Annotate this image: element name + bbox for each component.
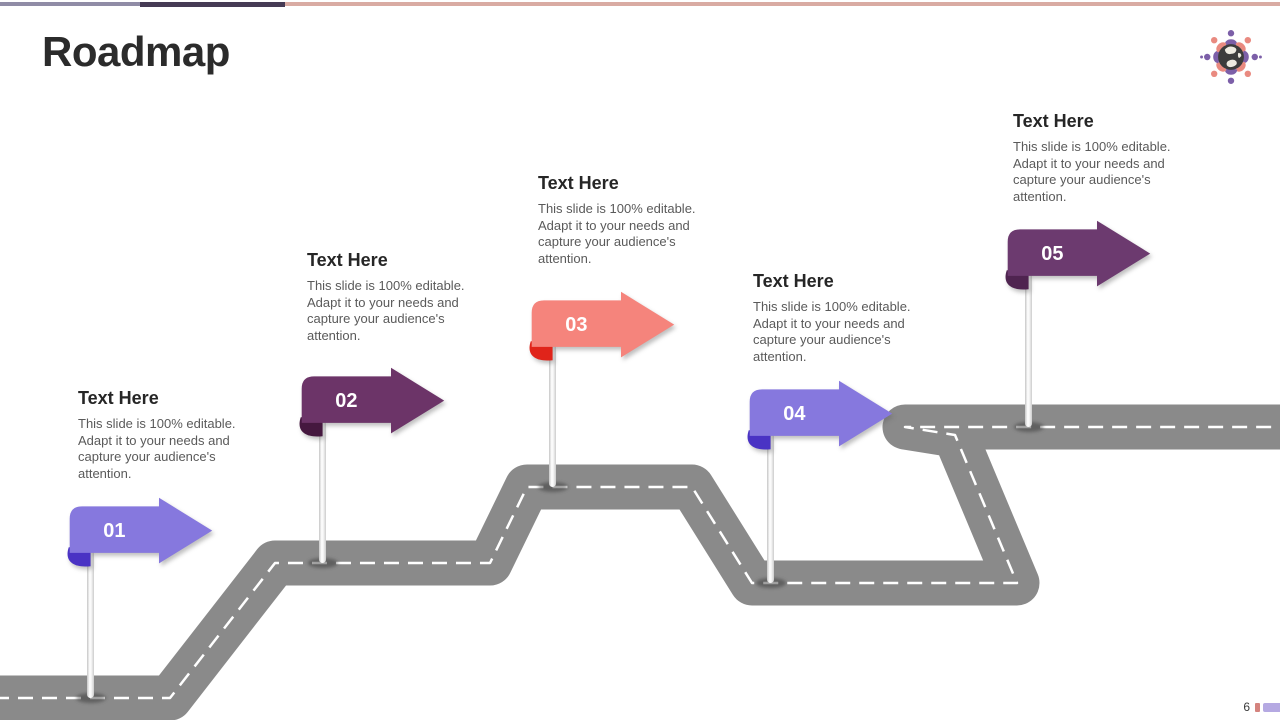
page-number: 6 [1243, 700, 1250, 714]
sign-arrow-shape [69, 497, 213, 564]
logo-person-n [1224, 30, 1238, 47]
footer-accent-square [1255, 702, 1260, 712]
pole-shadow [308, 558, 338, 568]
milestone-sign-03: 03 [529, 291, 675, 361]
milestone-sign-04: 04 [747, 380, 893, 450]
milestone-description: This slide is 100% editable. Adapt it to… [78, 416, 236, 481]
logo-person-nw [1210, 36, 1227, 53]
pole-shadow [1014, 422, 1044, 432]
sign-arrow-shape [301, 367, 445, 434]
company-logo-icon [1200, 30, 1262, 84]
signpost-pole-04 [767, 431, 774, 583]
milestone-text-block-01: Text Here This slide is 100% editable. A… [78, 388, 248, 482]
milestone-description: This slide is 100% editable. Adapt it to… [753, 299, 911, 364]
signpost-pole-03 [549, 342, 556, 487]
milestone-number: 05 [1041, 243, 1063, 265]
logo-person-e [1241, 50, 1262, 64]
pole-shadow [538, 482, 568, 492]
milestone-text-block-04: Text Here This slide is 100% editable. A… [753, 271, 923, 365]
milestone-text-block-02: Text Here This slide is 100% editable. A… [307, 250, 477, 344]
milestone-number: 04 [783, 403, 805, 425]
milestone-title: Text Here [538, 173, 619, 193]
page-title: Roadmap [42, 28, 230, 75]
milestone-text-block-03: Text Here This slide is 100% editable. A… [538, 173, 708, 267]
milestone-number: 03 [565, 314, 587, 336]
logo-person-s [1224, 67, 1238, 84]
pole-shadow [756, 578, 786, 588]
milestone-description: This slide is 100% editable. Adapt it to… [1013, 139, 1171, 204]
sign-arrow-shape [531, 291, 675, 358]
globe-icon [1218, 44, 1244, 70]
milestone-number: 02 [335, 390, 357, 412]
milestone-text-block-05: Text Here This slide is 100% editable. A… [1013, 111, 1183, 205]
logo-person-sw [1210, 61, 1227, 78]
top-bar-segment-1 [0, 2, 140, 6]
milestone-title: Text Here [753, 271, 834, 291]
footer-accent-bar [1263, 702, 1280, 712]
sign-arrow-shape [1007, 220, 1151, 287]
signpost-pole-01 [87, 548, 94, 698]
sign-arrow-shape [749, 380, 893, 447]
logo-person-ne [1235, 36, 1252, 53]
milestone-description: This slide is 100% editable. Adapt it to… [307, 278, 465, 343]
top-accent-bar [0, 2, 1280, 7]
milestone-title: Text Here [78, 388, 159, 408]
pole-shadow [76, 693, 106, 703]
milestone-description: This slide is 100% editable. Adapt it to… [538, 201, 696, 266]
milestone-sign-01: 01 [67, 497, 213, 567]
logo-person-w [1200, 50, 1221, 64]
signpost-pole-05 [1025, 271, 1032, 427]
slide-footer: 6 [1243, 700, 1280, 714]
milestone-title: Text Here [1013, 111, 1094, 131]
milestone-sign-05: 05 [1005, 220, 1151, 290]
top-bar-segment-3 [285, 2, 1280, 6]
milestone-sign-02: 02 [299, 367, 445, 437]
top-bar-segment-2 [140, 2, 285, 7]
road-center-dashes [0, 425, 1280, 700]
logo-person-se [1235, 61, 1252, 78]
signpost-pole-02 [319, 418, 326, 563]
milestone-title: Text Here [307, 250, 388, 270]
milestone-number: 01 [103, 520, 125, 542]
